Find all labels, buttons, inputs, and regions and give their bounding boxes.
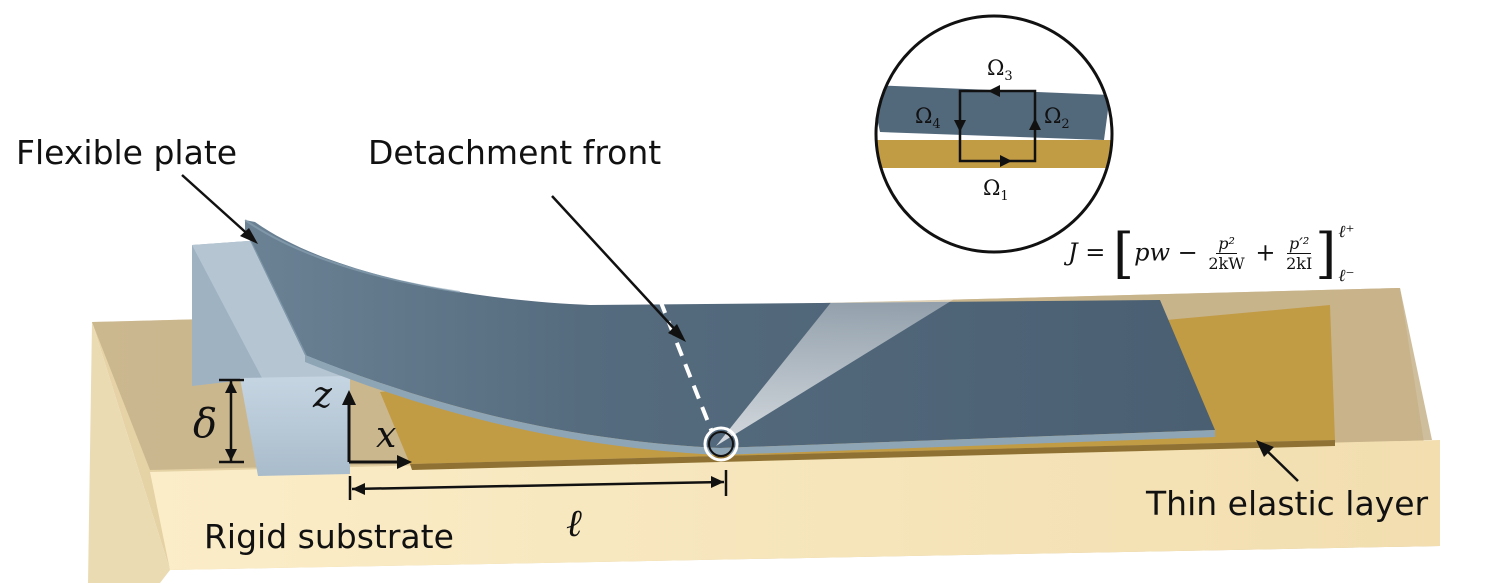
x-axis-arrowhead bbox=[397, 455, 412, 469]
flexible-plate-pointer bbox=[181, 174, 253, 239]
formula-plus: + bbox=[1255, 238, 1276, 267]
omega-4-label: Ω4 bbox=[915, 104, 941, 133]
omega-3-label: Ω3 bbox=[987, 56, 1013, 85]
contour-arrow-right bbox=[1029, 118, 1041, 130]
formula-right-bracket: ] bbox=[1315, 222, 1337, 285]
formula-lhs: J = bbox=[1068, 238, 1106, 267]
detachment-front-pointer bbox=[551, 195, 681, 336]
flexible-plate bbox=[244, 219, 1215, 455]
ell-symbol: ℓ bbox=[566, 501, 582, 545]
detachment-front-arrowhead bbox=[668, 324, 686, 342]
omega-1-label: Ω1 bbox=[983, 176, 1009, 205]
inset-layer bbox=[876, 140, 1112, 168]
flexible-plate-label: Flexible plate bbox=[16, 133, 238, 172]
inset-plate bbox=[876, 85, 1110, 140]
formula-left-bracket: [ bbox=[1113, 222, 1135, 285]
omega-2-label: Ω2 bbox=[1044, 104, 1070, 133]
plate-highlight bbox=[244, 219, 461, 293]
layer-edge bbox=[410, 440, 1335, 470]
flexible-plate-arrowhead bbox=[240, 228, 258, 244]
detachment-marker-outer bbox=[703, 426, 739, 462]
plate-edge-left bbox=[245, 230, 310, 362]
magnifier-beam bbox=[716, 210, 1040, 446]
elastic-layer-arrowhead bbox=[1256, 440, 1274, 457]
detachment-marker bbox=[708, 431, 734, 457]
substrate-side bbox=[88, 322, 170, 583]
plate-edge-front bbox=[305, 355, 1215, 455]
formula-limits: ℓ⁺ℓ⁻ bbox=[1338, 222, 1355, 286]
z-axis-label: z bbox=[313, 375, 332, 416]
rigid-substrate-label: Rigid substrate bbox=[204, 517, 454, 556]
detachment-front-label: Detachment front bbox=[368, 133, 662, 172]
x-axis-label: x bbox=[376, 415, 397, 456]
plate-body bbox=[245, 220, 1215, 448]
z-axis-arrowhead bbox=[342, 390, 356, 405]
inset-border bbox=[874, 14, 1114, 254]
contour-arrow-left bbox=[954, 120, 966, 132]
contour-arrow-bottom bbox=[1000, 155, 1012, 167]
coordinate-axes bbox=[342, 390, 412, 469]
delta-dimension bbox=[219, 378, 244, 464]
block-front bbox=[240, 376, 350, 476]
pointer-arrows bbox=[181, 174, 1299, 482]
delta-symbol: δ bbox=[193, 401, 218, 447]
substrate-front bbox=[150, 440, 1440, 570]
ell-dimension bbox=[348, 470, 728, 500]
thin-elastic-layer-label: Thin elastic layer bbox=[1146, 484, 1429, 523]
inset-magnified-view bbox=[874, 14, 1114, 254]
contour-arrow-top bbox=[988, 85, 1000, 97]
formula-term1: pw − bbox=[1134, 238, 1198, 267]
